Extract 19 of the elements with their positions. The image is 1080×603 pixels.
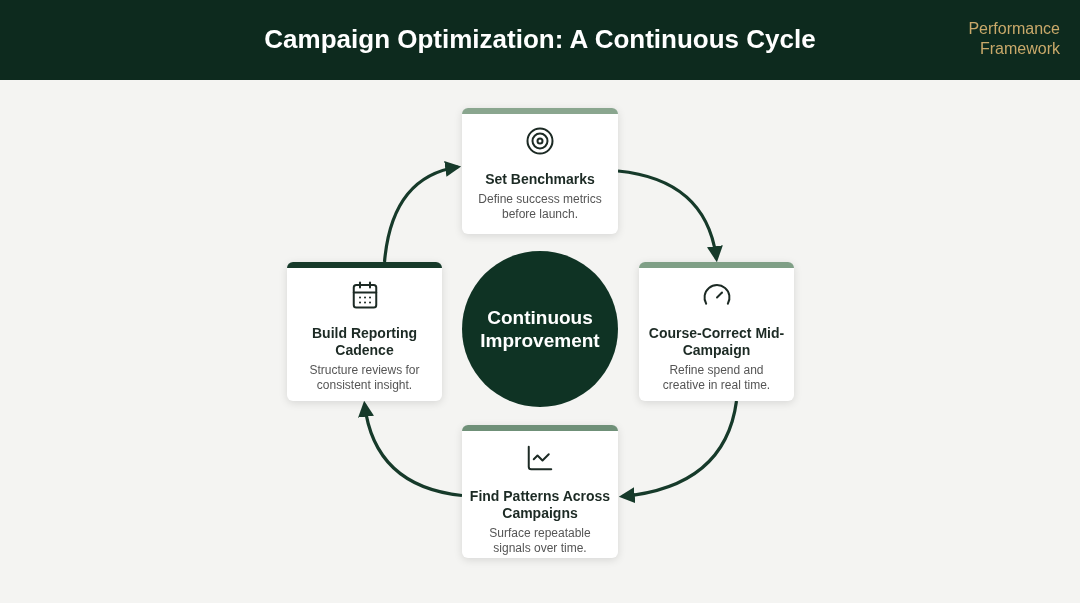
step-card — [287, 262, 442, 401]
step-card — [462, 425, 618, 558]
step-description: Surface repeatable signals over time. — [488, 526, 592, 556]
step-description: Define success metrics before launch. — [477, 192, 603, 222]
step-title: Find Patterns Across Campaigns — [468, 488, 612, 522]
cycle-arrow — [382, 161, 462, 263]
step-title: Course-Correct Mid-Campaign — [647, 325, 786, 359]
step-description: Refine spend and creative in real time. — [661, 363, 772, 393]
header-tag: Performance Framework — [940, 19, 1060, 59]
cycle-arrow — [617, 169, 723, 263]
cycle-arrow — [618, 400, 739, 503]
step-title: Build Reporting Cadence — [311, 325, 418, 359]
step-card — [462, 108, 618, 234]
center-text: Continuous Improvement — [479, 306, 601, 352]
step-card — [639, 262, 794, 401]
cycle-arrow — [358, 400, 463, 498]
page-title: Campaign Optimization: A Continuous Cycle — [263, 23, 817, 56]
step-description: Structure reviews for consistent insight. — [308, 363, 421, 393]
step-title: Set Benchmarks — [484, 171, 596, 188]
